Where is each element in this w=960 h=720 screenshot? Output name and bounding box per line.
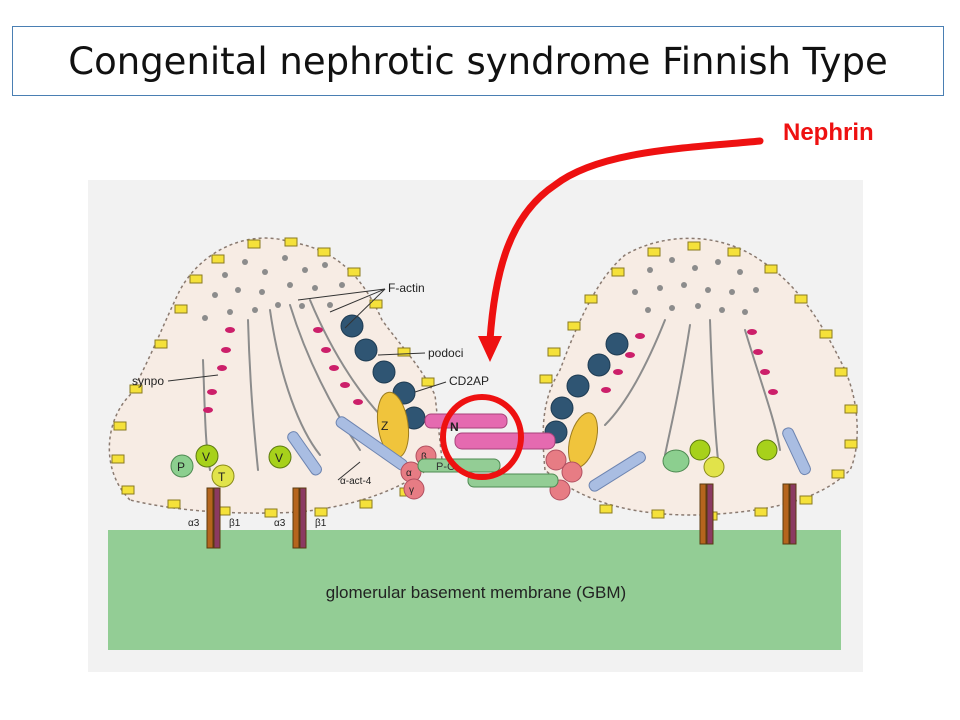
gbm-label: glomerular basement membrane (GBM) xyxy=(326,583,626,602)
integrin-b1-mid-label: β1 xyxy=(315,518,327,529)
synpo-label: synpo xyxy=(132,374,164,388)
vinculin-left-circle xyxy=(195,444,219,468)
title-box: Congenital nephrotic syndrome Finnish Ty… xyxy=(12,26,944,96)
vinculin-right-1 xyxy=(689,439,711,461)
nephrin-callout: Nephrin xyxy=(783,119,874,146)
actin-filaments xyxy=(202,299,781,471)
leader-lines xyxy=(167,288,447,481)
talin-circle xyxy=(211,464,235,488)
callout-arrow xyxy=(486,137,764,344)
slide-title: Congenital nephrotic syndrome Finnish Ty… xyxy=(68,39,888,83)
talin-right xyxy=(703,456,725,478)
integrin-a3-mid-label: α3 xyxy=(274,518,286,529)
nephrin-highlight-ring xyxy=(440,394,524,480)
alpha-actinin-4-label: α-act-4 xyxy=(340,476,372,487)
alpha-actinin-4-far-right xyxy=(782,427,811,476)
podocin-label: podoci xyxy=(428,346,463,360)
nephrin-left xyxy=(424,413,508,429)
nephrin-right xyxy=(454,432,556,450)
vinculin-mid-label: V xyxy=(275,451,283,465)
f-actin-label: F-actin xyxy=(388,281,425,295)
actin-dots xyxy=(202,255,759,321)
alpha-actinin-4-right xyxy=(588,451,646,492)
paxillin-label: P xyxy=(177,460,185,474)
podocin-right xyxy=(544,332,629,444)
alpha-label: α xyxy=(406,468,412,479)
talin-label: T xyxy=(218,470,226,484)
synaptopodin-dots xyxy=(203,327,778,413)
paxillin-right xyxy=(662,449,690,473)
gbm-band xyxy=(108,530,841,650)
alpha-actinin-4-mid xyxy=(287,431,322,476)
paxillin-circle xyxy=(170,454,194,478)
gamma-label: γ xyxy=(409,485,414,496)
vinculin-left-label: V xyxy=(202,450,210,464)
nephrin-n-label: N xyxy=(450,420,459,434)
integrin-a3-left-label: α3 xyxy=(188,518,200,529)
integrin-b1-left-label: β1 xyxy=(229,518,241,529)
integrins xyxy=(206,483,797,549)
podocin-left xyxy=(340,314,426,430)
beta-label: β xyxy=(421,452,427,463)
vinculin-mid-circle xyxy=(268,445,292,469)
callout-arrowhead xyxy=(478,336,502,362)
zo1-label: Z xyxy=(381,419,388,433)
membrane-markers xyxy=(111,237,858,521)
cd2ap-label: CD2AP xyxy=(449,374,489,388)
vinculin-right-2 xyxy=(756,439,778,461)
